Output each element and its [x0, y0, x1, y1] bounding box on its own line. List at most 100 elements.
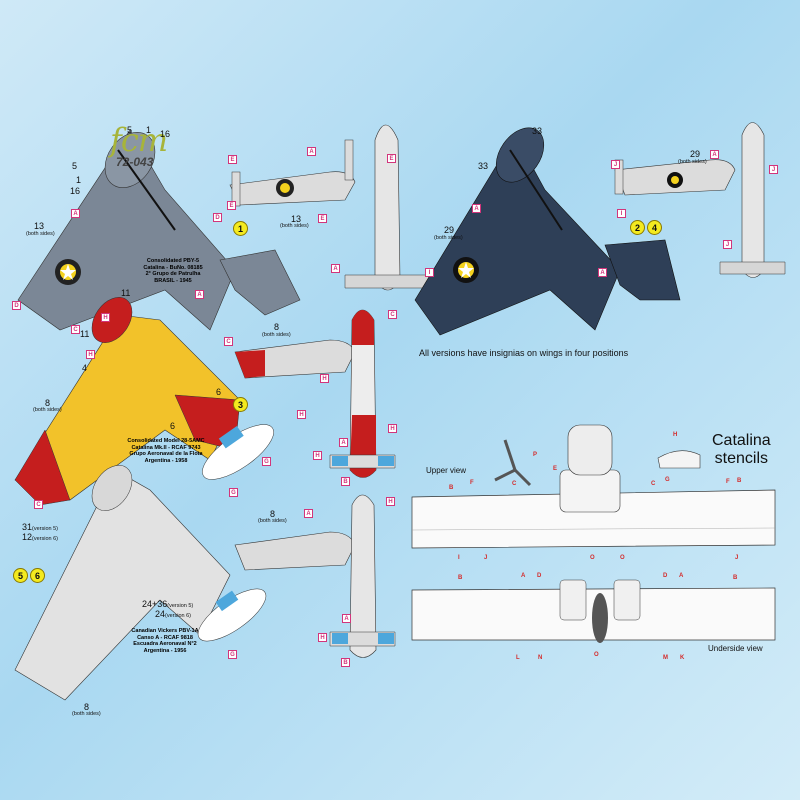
decal-tag-d2: D — [12, 301, 21, 310]
version-badge-4: 4 — [647, 220, 662, 235]
decal-tag-a: A — [71, 209, 80, 218]
stencil-letter-c: C — [512, 481, 517, 487]
stencil-letter-b4: B — [733, 575, 738, 581]
stencil-letter-a: A — [521, 573, 526, 579]
stencil-letter-b2: B — [737, 478, 742, 484]
label-6b: 6 — [170, 421, 176, 431]
decal-tag-g2: G — [262, 457, 271, 466]
stencil-letter-e: E — [553, 466, 558, 472]
stencil-letter-o: O — [590, 555, 595, 561]
label-12: 12(version 6) — [22, 532, 58, 542]
label-4: 4 — [82, 363, 88, 373]
decal-tag-h4: H — [320, 374, 329, 383]
label-31: 31(version 5) — [22, 522, 58, 532]
label-both-sides-7: (both sides) — [258, 518, 287, 524]
decal-tag-g3: G — [228, 650, 237, 659]
pby5-planform — [344, 124, 431, 291]
logo: fcm 72-043 — [110, 121, 168, 169]
logo-code: 72-043 — [116, 155, 154, 169]
decal-tag-i: I — [617, 209, 626, 218]
label-1: 1 — [146, 125, 152, 135]
note-insignias: All versions have insignias on wings in … — [419, 348, 629, 358]
stencil-letter-i: I — [458, 555, 460, 561]
decal-tag-e3: E — [227, 201, 236, 210]
label-both-sides-2: (both sides) — [280, 223, 309, 229]
decal-tag-h8: H — [318, 633, 327, 642]
argentina-grey-topview — [14, 465, 267, 701]
pby5-sideview — [229, 171, 356, 207]
stencil-letter-f: F — [470, 480, 474, 486]
label-33: 33 — [532, 126, 543, 136]
stencil-letter-j: J — [484, 555, 488, 561]
decal-tag-a2: A — [195, 290, 204, 299]
label-29b: 29 — [444, 225, 455, 235]
decal-tag-g: G — [229, 488, 238, 497]
version-badge-6: 6 — [30, 568, 45, 583]
label-24: 24(version 6) — [155, 609, 191, 619]
decal-tag-c: C — [71, 325, 80, 334]
stencil-letter-k: K — [680, 655, 685, 661]
label-13: 13 — [34, 221, 45, 231]
decal-tag-c3: C — [388, 310, 397, 319]
label-both-sides-4: (both sides) — [434, 235, 463, 241]
label-16b: 16 — [70, 186, 81, 196]
argentina-grey-planform — [329, 494, 396, 658]
decal-tag-c2: C — [224, 337, 233, 346]
label-11: 11 — [121, 288, 131, 298]
label-33b: 33 — [478, 161, 489, 171]
stencil-letter-g: G — [665, 477, 670, 483]
stencil-letter-f2: F — [726, 479, 730, 485]
decal-tag-a4: A — [331, 264, 340, 273]
stencil-letter-l: L — [516, 655, 520, 661]
label-8b: 8 — [274, 322, 280, 332]
decal-tag-b: B — [341, 477, 350, 486]
label-1b: 1 — [76, 175, 82, 185]
label-both-sides: (both sides) — [26, 231, 55, 237]
version-badge-2: 2 — [630, 220, 645, 235]
stencil-letter-b3: B — [458, 575, 463, 581]
stencil-letter-a2: A — [679, 573, 684, 579]
decal-tag-a10: A — [342, 614, 351, 623]
label-both-sides-5: (both sides) — [33, 407, 62, 413]
version-badge-5: 5 — [13, 568, 28, 583]
decal-tag-c4: C — [34, 500, 43, 509]
argentina-yellow-topview — [14, 297, 274, 506]
label-11b: 11 — [80, 329, 90, 339]
underside-view-label: Underside view — [708, 644, 763, 653]
upper-view-label: Upper view — [426, 466, 467, 475]
stencil-letter-m: M — [663, 655, 668, 661]
argentina-grey-sideview — [234, 531, 356, 571]
boat-detail — [657, 450, 701, 469]
label-13b: 13 — [291, 214, 302, 224]
decal-tag-a5: A — [472, 204, 481, 213]
decal-tag-e: E — [228, 155, 237, 164]
stencils-underside-view — [411, 579, 776, 643]
decal-tag-e4: E — [318, 214, 327, 223]
logo-brand: fcm — [110, 121, 168, 159]
label-24-36: 24+36(version 5) — [142, 599, 194, 609]
decal-tag-h7: H — [386, 497, 395, 506]
stencil-letter-c2: C — [651, 481, 656, 487]
label-5: 5 — [127, 125, 133, 135]
label-8d: 8 — [84, 702, 90, 712]
argentina-planform — [329, 309, 396, 478]
label-8: 8 — [45, 398, 51, 408]
label-29: 29 — [690, 149, 701, 159]
decal-tag-a6: A — [598, 268, 607, 277]
decal-tag-j2: J — [769, 165, 778, 174]
label-both-sides-3: (both sides) — [678, 159, 707, 165]
decal-tag-b2: B — [341, 658, 350, 667]
navy-topview — [414, 127, 681, 336]
label-16: 16 — [160, 129, 171, 139]
stencil-letter-n: N — [538, 655, 543, 661]
decal-tag-a3: A — [307, 147, 316, 156]
navy-sideview — [614, 159, 736, 196]
pby5-topview-grey — [17, 129, 301, 331]
stencil-letter-j2: J — [735, 555, 739, 561]
